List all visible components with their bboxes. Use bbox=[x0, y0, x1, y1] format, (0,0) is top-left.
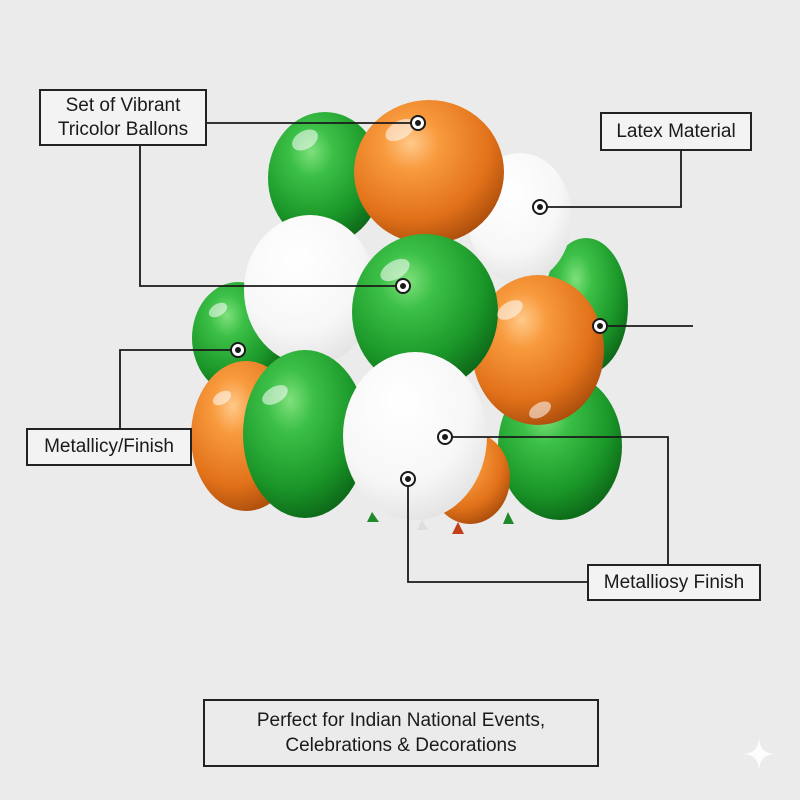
callout-line-metalliosy-b bbox=[407, 479, 587, 583]
footer-caption-line: Celebrations & Decorations bbox=[285, 735, 517, 756]
balloon-highlights bbox=[208, 118, 551, 419]
callout-label-text: Latex Material bbox=[616, 121, 736, 142]
callout-marker bbox=[532, 199, 548, 215]
callout-label-metallicy-finish: Metallicy/Finish bbox=[26, 428, 192, 466]
callout-label-vibrant-tricolor: Set of Vibrant Tricolor Ballons bbox=[39, 89, 207, 146]
callout-marker bbox=[592, 318, 608, 334]
balloon-white bbox=[244, 215, 376, 365]
callout-line-metallicy bbox=[119, 349, 238, 428]
callout-marker bbox=[437, 429, 453, 445]
callout-marker bbox=[395, 278, 411, 294]
callout-label-metalliosy-finish: Metalliosy Finish bbox=[587, 564, 761, 601]
balloon-knots bbox=[367, 512, 514, 534]
callout-label-text: Metallicy/Finish bbox=[44, 436, 174, 457]
footer-caption-box: Perfect for Indian National Events, Cele… bbox=[203, 699, 599, 767]
callout-label-latex-material: Latex Material bbox=[600, 112, 752, 151]
callout-label-line: Set of Vibrant bbox=[65, 95, 181, 116]
callout-markers bbox=[230, 115, 608, 487]
callout-line-metalliosy-a bbox=[445, 436, 669, 564]
callout-label-line: Tricolor Ballons bbox=[57, 119, 189, 140]
callout-lines bbox=[119, 122, 693, 583]
balloon-orange bbox=[354, 100, 504, 244]
sparkle-icon bbox=[743, 738, 775, 770]
footer-caption-line: Perfect for Indian National Events, bbox=[256, 710, 546, 731]
callout-label-text: Metalliosy Finish bbox=[603, 572, 745, 593]
callout-marker bbox=[230, 342, 246, 358]
callout-line-latex bbox=[540, 151, 682, 208]
callout-marker bbox=[400, 471, 416, 487]
callout-marker bbox=[410, 115, 426, 131]
balloon-white bbox=[343, 352, 487, 520]
callout-line-vibrant-center bbox=[139, 146, 403, 287]
